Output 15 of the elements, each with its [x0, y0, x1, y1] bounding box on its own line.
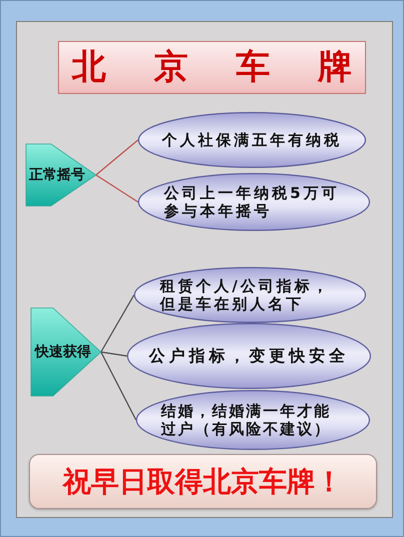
option-text: 结婚，结婚满一年才能过户（有风险不建议） [161, 402, 332, 438]
option-text: 租赁个人/公司指标，但是车在别人名下 [160, 277, 332, 313]
option-text: 个人社保满五年有纳税 [162, 131, 342, 149]
slogan-text: 祝早日取得北京车牌！ [63, 464, 343, 498]
connector-line [96, 140, 138, 176]
connector-line [96, 174, 138, 202]
category-label: 快速获得 [35, 344, 91, 360]
connector-line [100, 294, 135, 352]
option-text: 公司上一年纳税5万可参与本年摇号 [164, 184, 340, 220]
category-label: 正常摇号 [29, 166, 85, 184]
connector-line [100, 351, 128, 357]
connector-line [100, 352, 137, 420]
option-text: 公户指标，变更快安全 [149, 346, 349, 366]
title-text: 北京车牌 [72, 47, 352, 88]
slogan-banner [29, 454, 377, 509]
